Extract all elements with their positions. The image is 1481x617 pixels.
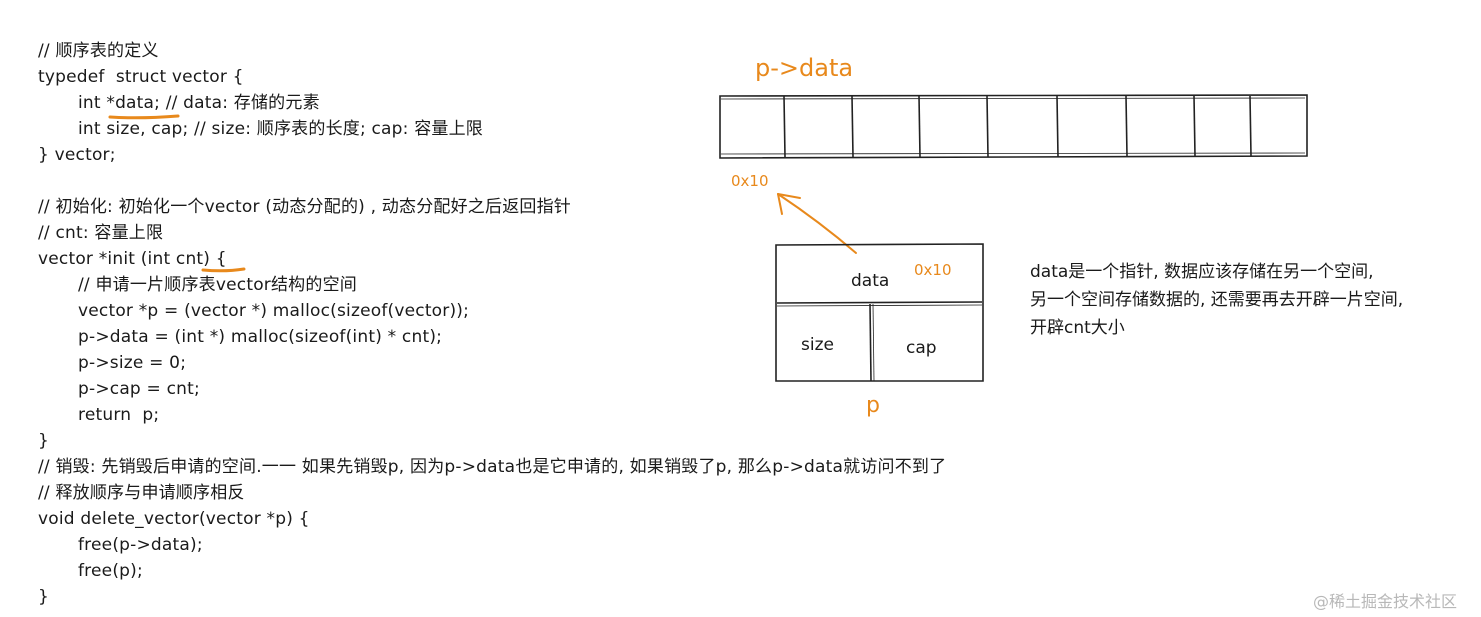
array-cell-divider: [986, 95, 989, 158]
underline-data: [108, 114, 180, 120]
explanation-line: 开辟cnt大小: [1030, 318, 1125, 338]
code-line: free(p);: [78, 561, 143, 581]
array-cell-divider: [1193, 95, 1196, 157]
code-line: int *data; // data: 存储的元素: [78, 93, 320, 113]
code-line: return p;: [78, 405, 160, 425]
array-address-label: 0x10: [731, 172, 769, 190]
struct-size-label: size: [801, 335, 834, 355]
watermark: @稀土掘金技术社区: [1313, 592, 1458, 611]
code-line: }: [38, 431, 50, 451]
struct-cap-label: cap: [906, 338, 937, 358]
code-line: vector *init (int cnt) {: [38, 249, 227, 269]
array-cell-divider: [1056, 95, 1059, 158]
array-label: p->data: [755, 54, 853, 82]
code-line: vector *p = (vector *) malloc(sizeof(vec…: [78, 301, 470, 321]
struct-data-label: data: [851, 271, 889, 291]
code-line: }: [38, 587, 50, 607]
vector-struct-box: [775, 243, 984, 382]
code-line: // cnt: 容量上限: [38, 223, 164, 243]
struct-pointer-label: p: [866, 393, 880, 418]
code-line: int size, cap; // size: 顺序表的长度; cap: 容量上…: [78, 119, 483, 139]
underline-cnt: [201, 267, 246, 273]
code-line: // 顺序表的定义: [38, 41, 159, 61]
code-line: // 释放顺序与申请顺序相反: [38, 483, 245, 503]
data-array: [719, 94, 1308, 159]
array-cell-divider: [918, 95, 921, 158]
code-line: p->data = (int *) malloc(sizeof(int) * c…: [78, 327, 443, 347]
explanation-line: data是一个指针, 数据应该存储在另一个空间,: [1030, 262, 1374, 282]
code-line: typedef struct vector {: [38, 67, 244, 87]
code-line: } vector;: [38, 145, 116, 165]
code-line: free(p->data);: [78, 535, 203, 555]
code-line: p->size = 0;: [78, 353, 187, 373]
explanation-line: 另一个空间存储数据的, 还需要再去开辟一片空间,: [1030, 290, 1404, 310]
code-line: void delete_vector(vector *p) {: [38, 509, 310, 529]
struct-data-value: 0x10: [914, 261, 952, 279]
array-cell-divider: [1249, 95, 1252, 157]
code-line: // 申请一片顺序表vector结构的空间: [78, 275, 357, 295]
array-cell-divider: [1125, 95, 1128, 157]
pointer-arrow: [777, 193, 857, 254]
array-cell-divider: [851, 95, 854, 158]
explanation-text: data是一个指针, 数据应该存储在另一个空间, 另一个空间存储数据的, 还需要…: [1030, 258, 1480, 342]
code-line: p->cap = cnt;: [78, 379, 200, 399]
array-cell-divider: [783, 95, 786, 158]
code-listing: // 顺序表的定义 typedef struct vector { int *dat…: [38, 38, 1138, 610]
code-line: // 销毁: 先销毁后申请的空间.一一 如果先销毁p, 因为p->data也是它…: [38, 457, 947, 477]
code-line: // 初始化: 初始化一个vector (动态分配的) , 动态分配好之后返回指…: [38, 197, 571, 217]
